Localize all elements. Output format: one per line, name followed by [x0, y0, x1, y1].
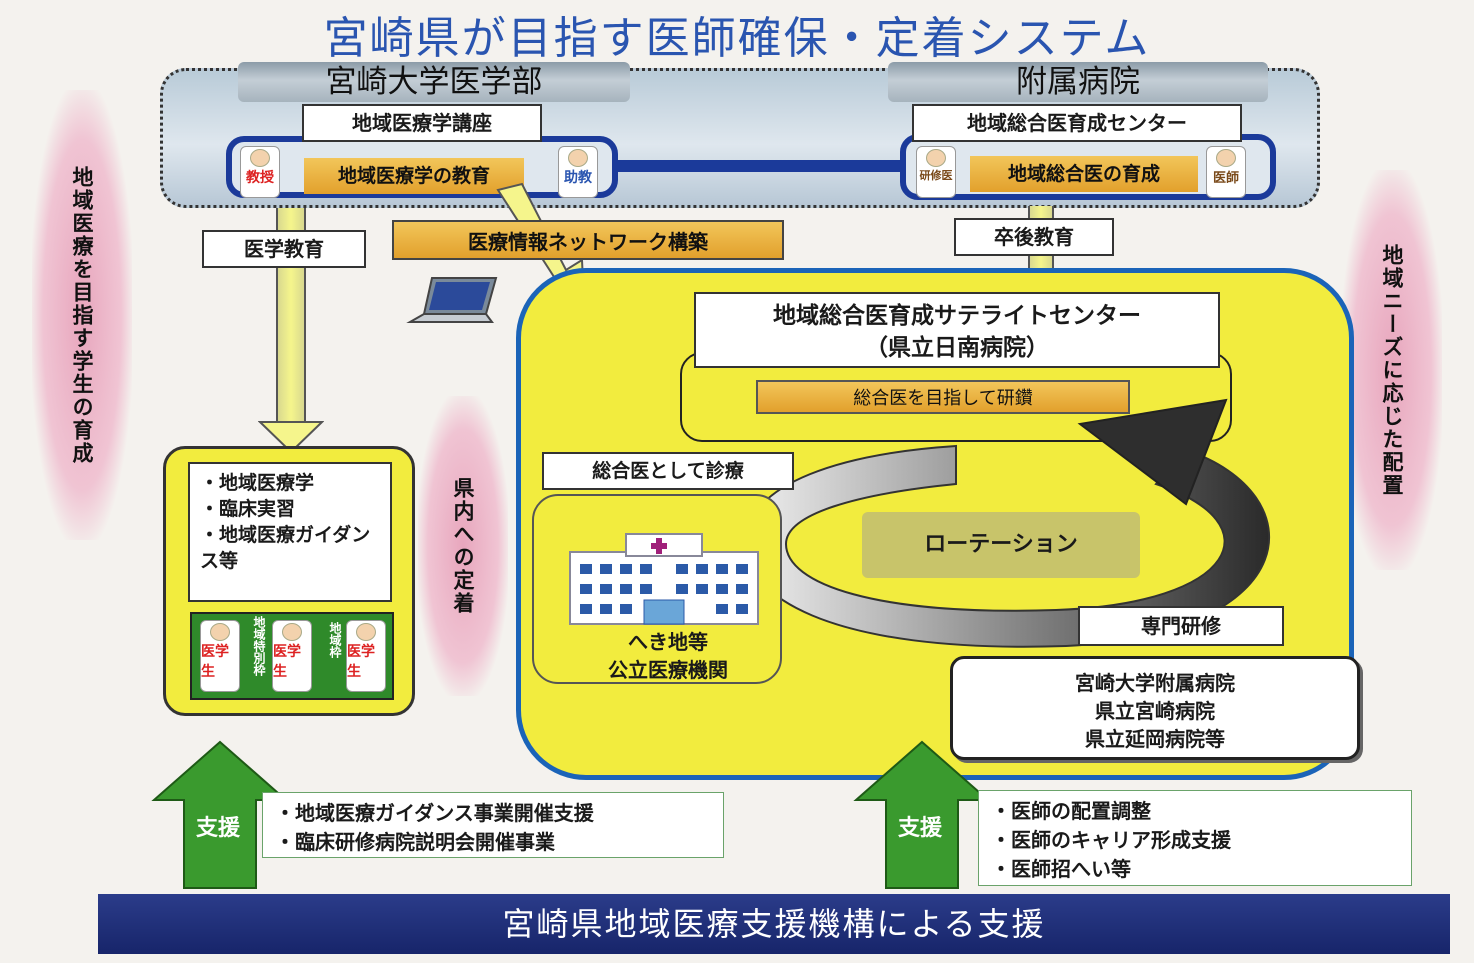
training-bar: 地域総合医の育成 [970, 156, 1198, 192]
doctor-avatar: 医師 [1206, 146, 1246, 198]
hospital-icon [569, 533, 759, 625]
curriculum-item: ・地域医療学 [200, 472, 315, 494]
satellite-center: 地域総合医育成サテライトセンター （県立日南病院） [694, 292, 1220, 368]
left-side-label: 地域医療を目指す学生の育成 [32, 90, 132, 540]
student-avatar: 医学生 [272, 620, 312, 692]
support-label-left: 支援 [195, 816, 240, 841]
assistant-avatar: 助教 [558, 146, 598, 198]
support-items-right: ・医師の配置調整 ・医師のキャリア形成支援 ・医師招へい等 [978, 790, 1412, 886]
laptop-icon [406, 277, 498, 323]
university-header: 宮崎大学医学部 [238, 62, 630, 102]
education-bar: 地域医療学の教育 [304, 158, 524, 194]
support-item: ・医師のキャリア形成支援 [991, 828, 1231, 852]
right-side-label: 地域ニーズに応じた配置 [1342, 170, 1442, 570]
hospital-item: 宮崎大学附属病院 [1075, 671, 1235, 695]
satellite-bar: 総合医を目指して研鑽 [756, 380, 1130, 414]
hospital-header: 附属病院 [888, 62, 1268, 102]
middle-side-label: 県内への定着 [418, 396, 508, 696]
specialty-header: 専門研修 [1078, 606, 1284, 646]
dept-box: 地域医療学講座 [302, 104, 542, 142]
support-items-left: ・地域医療ガイダンス事業開催支援 ・臨床研修病院説明会開催事業 [262, 792, 724, 858]
support-item: ・臨床研修病院説明会開催事業 [275, 830, 555, 854]
curriculum-item: ・臨床実習 [200, 498, 296, 520]
support-item: ・医師の配置調整 [991, 799, 1151, 823]
medical-education-label: 医学教育 [202, 230, 366, 268]
curriculum-list: ・地域医療学 ・臨床実習 ・地域医療ガイダンス等 [188, 462, 392, 602]
rural-header: 総合医として診療 [542, 452, 794, 490]
hospital-item: 県立延岡病院等 [1085, 727, 1225, 751]
specialty-hospitals: 宮崎大学附属病院 県立宮崎病院 県立延岡病院等 [950, 656, 1360, 760]
satellite-title-2: （県立日南病院） [865, 335, 1049, 361]
regional-quota-tag: 地域枠 [328, 622, 342, 658]
resident-avatar: 研修医 [916, 146, 956, 198]
education-arrow-head [258, 421, 324, 454]
support-item: ・地域医療ガイダンス事業開催支援 [275, 801, 594, 825]
rotation-label: ローテーション [862, 512, 1140, 578]
student-avatar: 医学生 [200, 620, 240, 692]
satellite-title-1: 地域総合医育成サテライトセンター [773, 303, 1141, 329]
rural-line-2: 公立医療機関 [608, 658, 728, 682]
support-item: ・医師招へい等 [991, 857, 1131, 881]
curriculum-item: ・地域医療ガイダンス等 [200, 524, 371, 572]
page-title: 宮崎県が目指す医師確保・定着システム [323, 13, 1151, 64]
connector-line [600, 160, 920, 172]
rural-label: へき地等 公立医療機関 [542, 628, 794, 684]
footer-banner: 宮崎県地域医療支援機構による支援 [98, 894, 1450, 954]
professor-avatar: 教授 [240, 146, 280, 198]
student-avatar: 医学生 [346, 620, 386, 692]
hospital-item: 県立宮崎病院 [1095, 699, 1215, 723]
rural-line-1: へき地等 [628, 630, 708, 654]
center-box: 地域総合医育成センター [912, 104, 1242, 142]
special-quota-tag: 地域特別枠 [252, 616, 266, 676]
support-label-right: 支援 [897, 816, 942, 841]
rotation-arrow [744, 398, 1270, 648]
network-label: 医療情報ネットワーク構築 [392, 220, 784, 260]
postgrad-label: 卒後教育 [954, 218, 1114, 256]
